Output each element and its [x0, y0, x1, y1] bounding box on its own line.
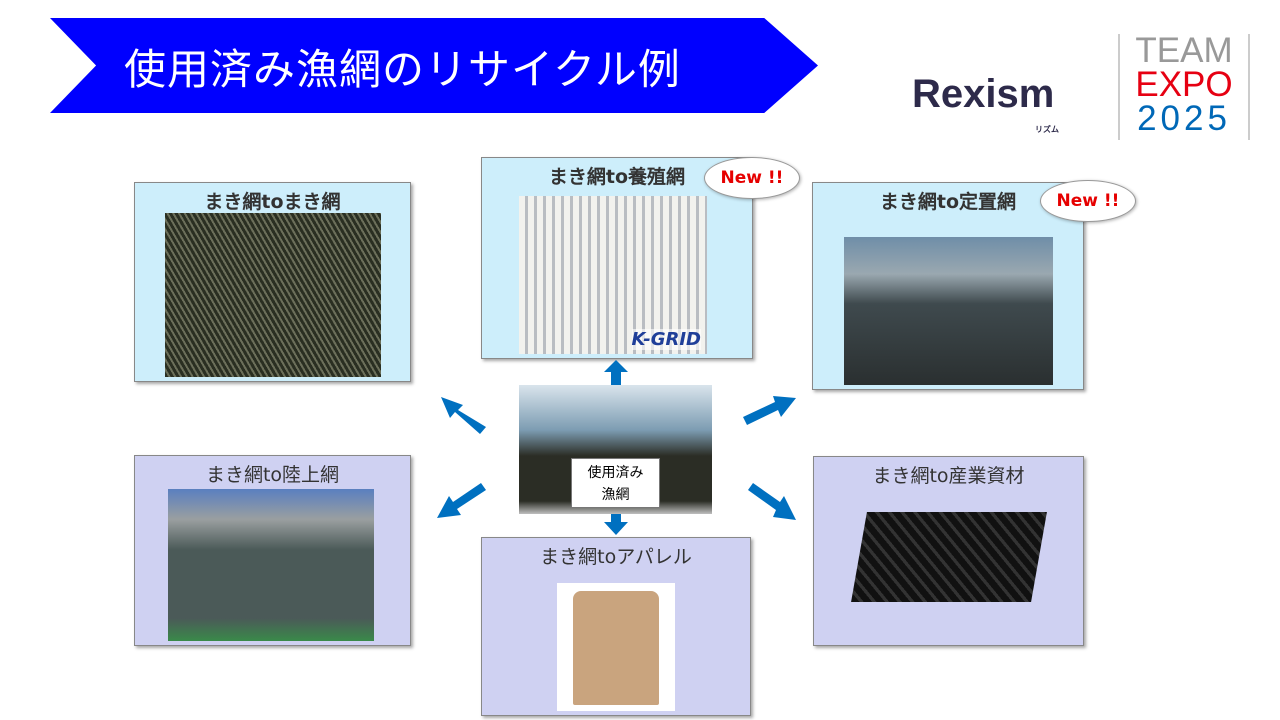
example-title: まき網to産業資材: [872, 465, 1025, 487]
setnet-photo: [844, 237, 1053, 385]
slide-title: 使用済み漁網のリサイクル例: [124, 45, 681, 94]
arrow-up-icon: [604, 360, 628, 385]
example-seine-to-setnet: まき網to定置網: [812, 182, 1084, 390]
rexism-logo-text: Rexism: [912, 72, 1055, 116]
example-seine-to-aquaculture: まき網to養殖網 K-GRID: [481, 157, 753, 359]
label-line2: 漁網: [601, 487, 630, 503]
expo-year: 2025: [1137, 99, 1231, 138]
land-net-photo: [168, 489, 374, 641]
expo-team: TEAM: [1135, 31, 1233, 70]
example-title: まき網toまき網: [204, 191, 341, 213]
kgrid-label: K-GRID: [631, 329, 701, 350]
new-badge: New !!: [1040, 180, 1136, 222]
rexism-logo-sub: リズム: [1035, 125, 1059, 134]
jacket-photo: [557, 583, 675, 711]
arrow-downleft-icon: [437, 483, 486, 518]
example-seine-to-seine: まき網toまき網: [134, 182, 411, 382]
arrow-down-icon: [604, 514, 628, 535]
arrow-downright-icon: [748, 483, 796, 520]
arrow-upleft-icon: [441, 397, 486, 434]
example-title: まき網to定置網: [879, 191, 1017, 213]
net-photo: [165, 213, 381, 377]
arrow-upright-icon: [743, 396, 796, 425]
label-line1: 使用済み: [587, 465, 644, 481]
example-title: まき網toアパレル: [540, 546, 692, 568]
aquaculture-net-photo: K-GRID: [519, 196, 707, 354]
used-net-label: 使用済み漁網: [571, 458, 660, 508]
new-badge: New !!: [704, 157, 800, 199]
title-banner: 使用済み漁網のリサイクル例: [50, 18, 818, 113]
team-expo-logo: TEAM EXPO 2025: [1118, 31, 1250, 140]
example-seine-to-apparel: まき網toアパレル: [481, 537, 751, 716]
example-seine-to-land-net: まき網to陸上網: [134, 455, 411, 646]
expo-expo: EXPO: [1135, 65, 1233, 104]
example-title: まき網to陸上網: [205, 464, 340, 486]
example-title: まき網to養殖網: [548, 166, 686, 188]
rexism-logo: Rexism リズム: [912, 72, 1087, 137]
example-seine-to-industrial: まき網to産業資材: [813, 456, 1084, 646]
